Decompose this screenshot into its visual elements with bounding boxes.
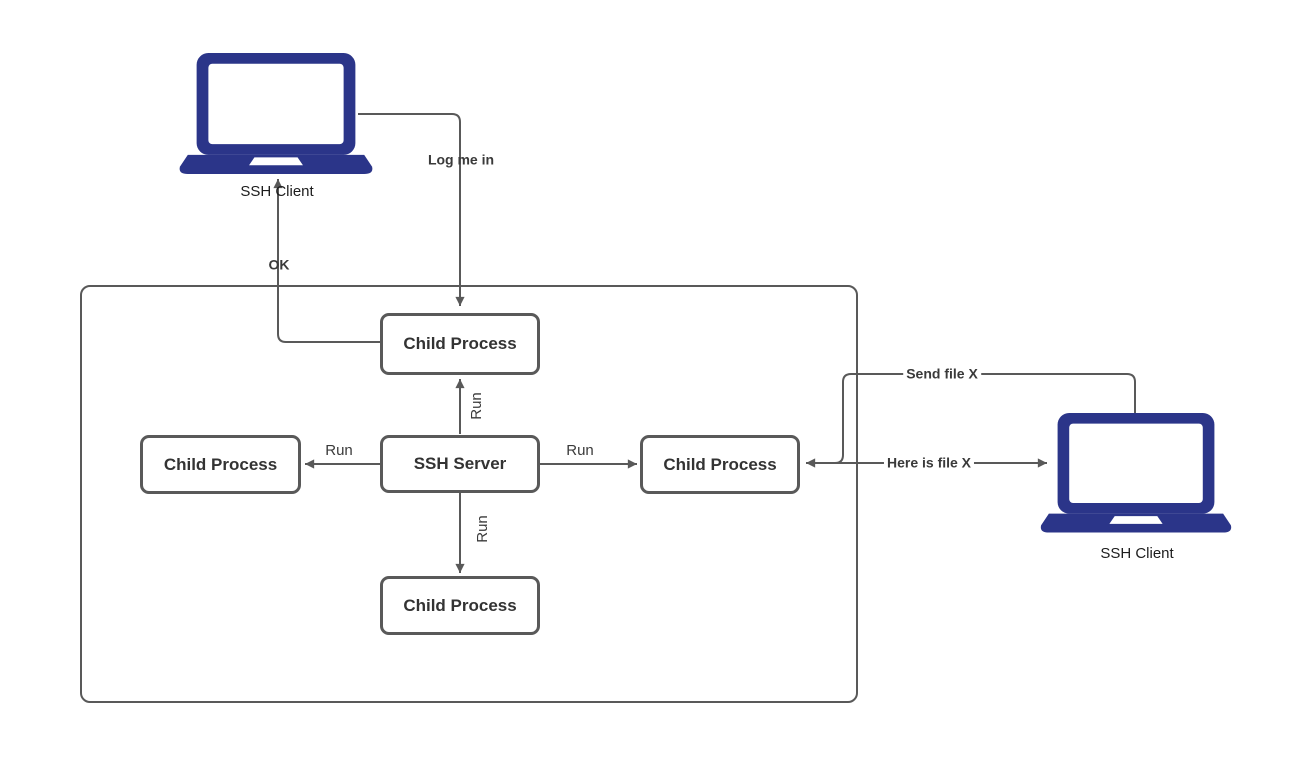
ssh-server-box: SSH Server [380, 435, 540, 493]
child-process-top-box: Child Process [380, 313, 540, 375]
run-down-label: Run [473, 515, 491, 543]
run-right-label: Run [566, 441, 594, 459]
edge-send-file [806, 373, 1136, 468]
run-left-label: Run [325, 441, 353, 459]
laptop-icon-right [1040, 413, 1232, 533]
ssh-client-left-label: SSH Client [240, 182, 314, 200]
child-process-right-label: Child Process [663, 454, 777, 474]
laptop-icon-left [179, 53, 373, 175]
edge-log-me-in [358, 113, 465, 306]
here-is-file-x-label: Here is file X [883, 454, 975, 471]
server-boundary-box [80, 285, 858, 703]
ssh-client-right-label: SSH Client [1100, 544, 1174, 562]
child-process-bottom-box: Child Process [380, 576, 540, 635]
child-process-top-label: Child Process [403, 334, 517, 353]
child-process-bottom-label: Child Process [403, 595, 517, 615]
run-up-label: Run [467, 392, 485, 420]
child-process-right-box: Child Process [640, 435, 800, 494]
log-me-in-label: Log me in [427, 151, 495, 168]
send-file-x-label: Send file X [903, 365, 981, 382]
ok-label: OK [268, 256, 290, 273]
edge-ok [273, 179, 380, 343]
child-process-left-box: Child Process [140, 435, 301, 494]
child-process-left-label: Child Process [163, 454, 278, 474]
ssh-server-label: SSH Server [413, 454, 507, 473]
